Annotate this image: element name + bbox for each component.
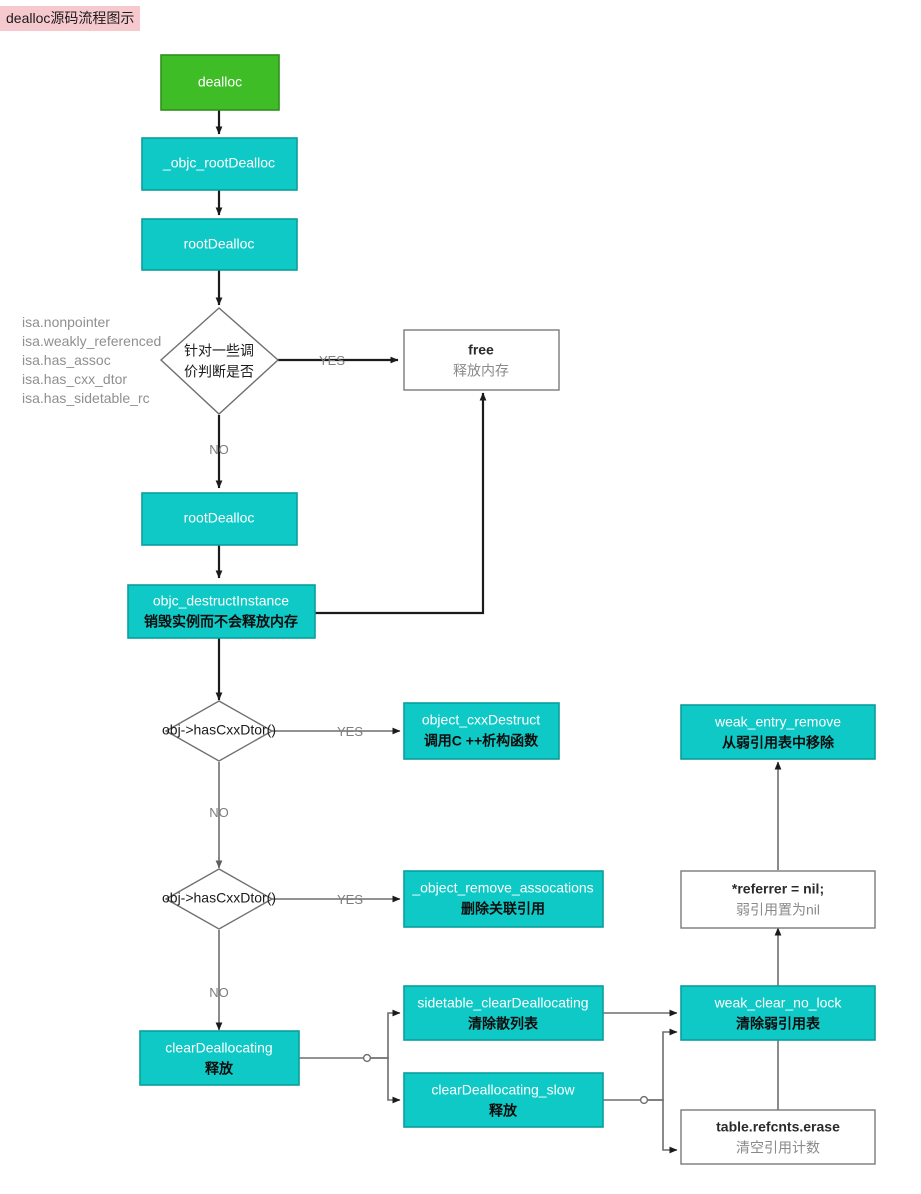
node-dealloc[interactable]: dealloc [160, 54, 280, 111]
node-object-cxxdestruct-line2: 调用C ++析构函数 [424, 733, 539, 749]
edge-label-no-cxx2: NO [209, 985, 229, 1000]
node-object-cxxdestruct-line1: object_cxxDestruct [422, 712, 540, 728]
isa-flag-3: isa.has_cxx_dtor [22, 371, 127, 387]
node-rootdealloc-1-label: rootDealloc [184, 236, 255, 252]
node-decision-cxxdtor-2-shape [164, 868, 274, 930]
edge-label-no-isa: NO [209, 442, 229, 457]
node-object-remove-assocations-line1: _object_remove_assocations [411, 880, 593, 896]
node-decision-isa-shape [159, 307, 280, 415]
node-objc-destruct-instance-box [127, 584, 316, 639]
node-object-remove-assocations-box [403, 870, 604, 928]
node-clear-deallocating-line2: 释放 [205, 1061, 234, 1077]
edge-junction-to-clear-slow [370, 1057, 401, 1104]
node-decision-isa-line1: 针对一些调 [184, 343, 254, 359]
node-rootdealloc-2[interactable]: rootDealloc [141, 492, 298, 546]
edge-label-no-cxx1: NO [209, 805, 229, 820]
node-table-refcnts-erase[interactable]: table.refcnts.erase 清空引用计数 [680, 1109, 876, 1165]
node-objc-destruct-instance-line1: objc_destructInstance [153, 593, 289, 609]
node-object-cxxdestruct[interactable]: object_cxxDestruct 调用C ++析构函数 [403, 702, 560, 760]
node-decision-cxxdtor-1-shape [164, 700, 274, 762]
edge-junction2-to-refcnts-erase [648, 1099, 678, 1154]
node-decision-cxxdtor-2-label: obj->hasCxxDtor() [162, 890, 276, 906]
isa-flags-note: isa.nonpointer isa.weakly_referenced isa… [22, 314, 161, 406]
node-decision-cxxdtor-2[interactable]: obj->hasCxxDtor() [162, 868, 276, 930]
node-sidetable-cleardeallocating[interactable]: sidetable_clearDeallocating 清除散列表 [403, 985, 604, 1041]
node-dealloc-box [160, 54, 280, 111]
isa-flag-4: isa.has_sidetable_rc [22, 390, 150, 406]
node-free-box [403, 329, 560, 391]
isa-flag-2: isa.has_assoc [22, 352, 111, 368]
node-table-refcnts-erase-box [680, 1109, 876, 1165]
node-decision-isa-line2: 价判断是否 [184, 364, 254, 380]
node-weak-clear-no-lock-line2: 清除弱引用表 [736, 1016, 821, 1032]
node-sidetable-cleardeallocating-box [403, 985, 604, 1041]
node-clear-deallocating-line1: clearDeallocating [165, 1040, 272, 1056]
node-sidetable-cleardeallocating-line1: sidetable_clearDeallocating [417, 995, 588, 1011]
edge-label-yes-cxx1: YES [337, 724, 363, 739]
node-weak-clear-no-lock-line1: weak_clear_no_lock [714, 995, 843, 1011]
node-object-remove-assocations[interactable]: _object_remove_assocations 删除关联引用 [403, 870, 604, 928]
isa-flag-0: isa.nonpointer [22, 314, 110, 330]
node-weak-clear-no-lock[interactable]: weak_clear_no_lock 清除弱引用表 [680, 985, 876, 1041]
branch-junction-right [639, 1095, 649, 1105]
node-decision-cxxdtor-1-label: obj->hasCxxDtor() [162, 722, 276, 738]
node-cleardeallocating-slow[interactable]: clearDeallocating_slow 释放 [403, 1072, 604, 1128]
edge-junction2-to-weak-clear [648, 1028, 678, 1101]
isa-flag-1: isa.weakly_referenced [22, 333, 161, 349]
node-weak-entry-remove-line1: weak_entry_remove [714, 714, 841, 730]
node-referrer-nil-box [680, 870, 876, 929]
node-rootdealloc-1-box [141, 218, 298, 271]
node-sidetable-cleardeallocating-line2: 清除散列表 [468, 1016, 539, 1032]
node-weak-entry-remove-line2: 从弱引用表中移除 [722, 735, 835, 751]
node-objc-destruct-instance[interactable]: objc_destructInstance 销毁实例而不会释放内存 [127, 584, 316, 639]
node-rootdealloc-2-label: rootDealloc [184, 510, 255, 526]
node-weak-clear-no-lock-box [680, 985, 876, 1041]
node-weak-entry-remove[interactable]: weak_entry_remove 从弱引用表中移除 [680, 704, 876, 760]
edge-junction-to-sidetable-clear [370, 1009, 401, 1059]
node-object-cxxdestruct-box [403, 702, 560, 760]
node-objc-rootdealloc[interactable]: _objc_rootDealloc [141, 137, 298, 191]
node-rootdealloc-2-box [141, 492, 298, 546]
node-free-line1: free [468, 342, 494, 358]
page-title: dealloc源码流程图示 [0, 6, 141, 31]
node-rootdealloc-1[interactable]: rootDealloc [141, 218, 298, 271]
edge-label-yes-cxx2: YES [337, 892, 363, 907]
node-cleardeallocating-slow-line1: clearDeallocating_slow [431, 1082, 575, 1098]
node-objc-destruct-instance-line2: 销毁实例而不会释放内存 [144, 614, 298, 630]
node-referrer-nil-line2: 弱引用置为nil [736, 902, 820, 918]
edge-label-yes-isa: YES [319, 353, 345, 368]
node-cleardeallocating-slow-box [403, 1072, 604, 1128]
node-clear-deallocating-box [139, 1030, 300, 1086]
node-decision-isa[interactable]: 针对一些调 价判断是否 [159, 307, 280, 415]
node-decision-cxxdtor-1[interactable]: obj->hasCxxDtor() [162, 700, 276, 762]
node-free-line2: 释放内存 [453, 363, 509, 379]
node-table-refcnts-erase-line2: 清空引用计数 [736, 1140, 820, 1156]
node-dealloc-label: dealloc [198, 74, 242, 90]
node-clear-deallocating[interactable]: clearDeallocating 释放 [139, 1030, 300, 1086]
branch-junction-left [362, 1053, 372, 1063]
node-free[interactable]: free 释放内存 [403, 329, 560, 391]
node-referrer-nil[interactable]: *referrer = nil; 弱引用置为nil [680, 870, 876, 929]
node-object-remove-assocations-line2: 删除关联引用 [461, 901, 545, 917]
node-table-refcnts-erase-line1: table.refcnts.erase [716, 1119, 840, 1135]
node-objc-rootdealloc-label: _objc_rootDealloc [162, 155, 275, 171]
node-cleardeallocating-slow-line2: 释放 [489, 1103, 518, 1119]
node-referrer-nil-line1: *referrer = nil; [732, 881, 824, 897]
node-weak-entry-remove-box [680, 704, 876, 760]
node-objc-rootdealloc-box [141, 137, 298, 191]
edge-destruct-to-free [315, 392, 487, 615]
